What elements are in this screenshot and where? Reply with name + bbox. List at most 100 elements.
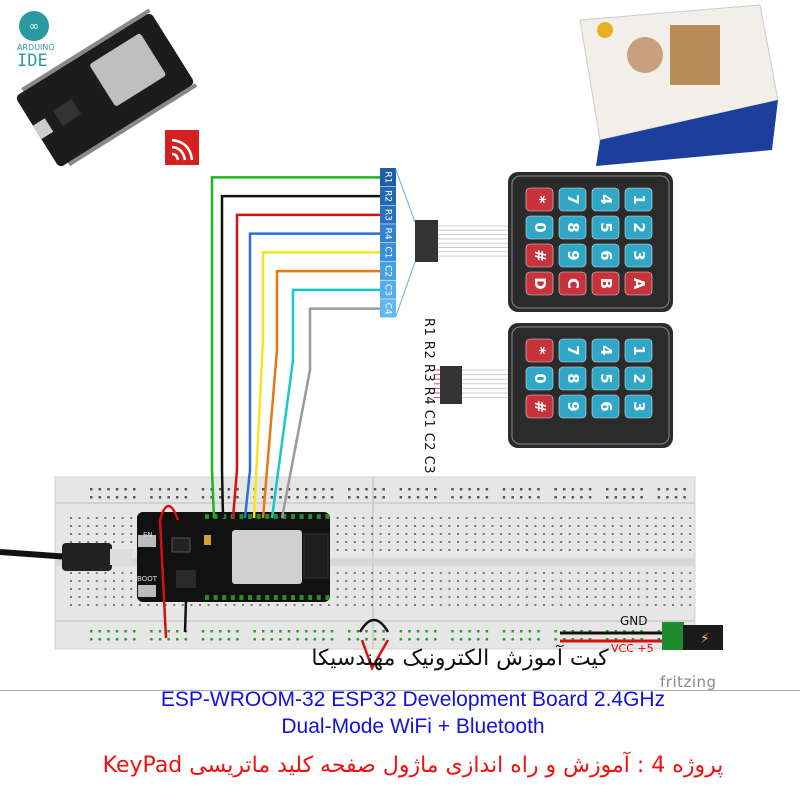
pin-cell-r2 bbox=[380, 186, 396, 205]
key-label: 7 bbox=[564, 345, 582, 355]
jumper-rails bbox=[358, 618, 390, 633]
key-9[interactable] bbox=[558, 394, 587, 419]
key-label: C bbox=[564, 278, 582, 289]
key-label: 3 bbox=[630, 401, 648, 411]
arduino-logo-text: ARDUINO bbox=[17, 43, 55, 52]
key-5[interactable] bbox=[591, 366, 620, 391]
key-label: 6 bbox=[597, 250, 615, 260]
key-label: * bbox=[531, 347, 549, 355]
key-B[interactable] bbox=[591, 271, 620, 296]
key-label: B bbox=[597, 278, 615, 289]
pin-cell-c2 bbox=[380, 261, 396, 280]
pin-cell-c3 bbox=[380, 280, 396, 299]
key-8[interactable] bbox=[558, 366, 587, 391]
keypad-wires bbox=[210, 176, 380, 519]
key-0[interactable] bbox=[525, 366, 554, 391]
key-D[interactable] bbox=[525, 271, 554, 296]
pin-label: C1 bbox=[383, 246, 393, 258]
key-label: 8 bbox=[564, 373, 582, 383]
key-label: 4 bbox=[597, 194, 615, 204]
key-4[interactable] bbox=[591, 187, 620, 212]
wire-r1 bbox=[210, 176, 380, 519]
key-0[interactable] bbox=[525, 215, 554, 240]
key-1[interactable] bbox=[624, 187, 653, 212]
kit-box-photo bbox=[579, 4, 779, 166]
en-label: EN bbox=[143, 531, 153, 539]
usb-cable bbox=[0, 543, 132, 571]
esp32-board: EN BOOT bbox=[137, 512, 330, 602]
key-9[interactable] bbox=[558, 243, 587, 268]
key-label: 8 bbox=[564, 222, 582, 232]
key-label: 7 bbox=[564, 194, 582, 204]
key-*[interactable] bbox=[525, 338, 554, 363]
gnd-label: GND bbox=[620, 614, 648, 628]
key-8[interactable] bbox=[558, 215, 587, 240]
key-3[interactable] bbox=[624, 243, 653, 268]
key-label: 0 bbox=[531, 222, 549, 232]
pin-label: R4 bbox=[383, 228, 393, 240]
key-label: # bbox=[531, 400, 549, 413]
key-label: 6 bbox=[597, 401, 615, 411]
key-label: 3 bbox=[630, 250, 648, 260]
key-4[interactable] bbox=[591, 338, 620, 363]
key-label: # bbox=[531, 249, 549, 262]
key-*[interactable] bbox=[525, 187, 554, 212]
divider bbox=[0, 690, 800, 691]
pin-cell-r4 bbox=[380, 224, 396, 243]
ribbon-connector-4x4 bbox=[395, 169, 510, 317]
key-1[interactable] bbox=[624, 338, 653, 363]
fritzing-watermark: fritzing bbox=[660, 673, 717, 691]
arduino-logo-ide: IDE bbox=[17, 51, 48, 71]
pin-cell-c1 bbox=[380, 243, 396, 262]
key-label: 9 bbox=[564, 401, 582, 411]
key-label: D bbox=[531, 277, 549, 289]
wire-r3 bbox=[231, 213, 380, 519]
power-jack: ⚡ bbox=[560, 622, 723, 650]
key-label: 5 bbox=[597, 373, 615, 383]
pin-cell-r3 bbox=[380, 205, 396, 224]
kit-title: کیت آموزش الکترونیک مهندسیکا bbox=[311, 646, 609, 671]
key-7[interactable] bbox=[558, 187, 587, 212]
key-#[interactable] bbox=[525, 394, 554, 419]
wire-c1 bbox=[252, 251, 380, 519]
wire-r4 bbox=[243, 232, 380, 519]
key-6[interactable] bbox=[591, 243, 620, 268]
key-label: 1 bbox=[630, 345, 648, 355]
caption-line-1: ESP-WROOM-32 ESP32 Development Board 2.4… bbox=[160, 688, 666, 711]
key-label: * bbox=[531, 196, 549, 204]
key-label: 5 bbox=[597, 222, 615, 232]
pin-cell-r1 bbox=[380, 168, 396, 187]
project-title: پروژه 4 : آموزش و راه اندازی ماژول صفحه … bbox=[102, 753, 724, 778]
arduino-ide-logo: ∞ bbox=[19, 11, 49, 41]
key-2[interactable] bbox=[624, 366, 653, 391]
key-label: 2 bbox=[630, 222, 648, 232]
key-3[interactable] bbox=[624, 394, 653, 419]
key-7[interactable] bbox=[558, 338, 587, 363]
wire-c3 bbox=[270, 288, 380, 519]
caption-line-2: Dual-Mode WiFi + Bluetooth bbox=[281, 715, 545, 738]
key-5[interactable] bbox=[591, 215, 620, 240]
keypad-3x4-pin-labels: R1 R2 R3 R4 C1 C2 C3 bbox=[421, 318, 436, 475]
espressif-logo bbox=[165, 130, 199, 165]
key-A[interactable] bbox=[624, 271, 653, 296]
pin-label: C2 bbox=[383, 265, 393, 277]
esp32-photo bbox=[16, 8, 198, 167]
pin-label: C3 bbox=[383, 284, 393, 296]
wire-c4 bbox=[280, 307, 380, 519]
key-6[interactable] bbox=[591, 394, 620, 419]
pin-cell-c4 bbox=[380, 299, 396, 318]
wire-c2 bbox=[261, 269, 380, 519]
vcc-label: VCC +5 bbox=[611, 642, 654, 655]
ribbon-connector-3x4 bbox=[434, 366, 510, 404]
jumper-gnd bbox=[183, 599, 188, 633]
key-#[interactable] bbox=[525, 243, 554, 268]
svg-text:∞: ∞ bbox=[29, 19, 39, 33]
key-2[interactable] bbox=[624, 215, 653, 240]
boot-label: BOOT bbox=[137, 575, 158, 583]
jumper-vcc bbox=[158, 504, 180, 639]
key-C[interactable] bbox=[558, 271, 587, 296]
pin-label: R3 bbox=[383, 209, 393, 221]
